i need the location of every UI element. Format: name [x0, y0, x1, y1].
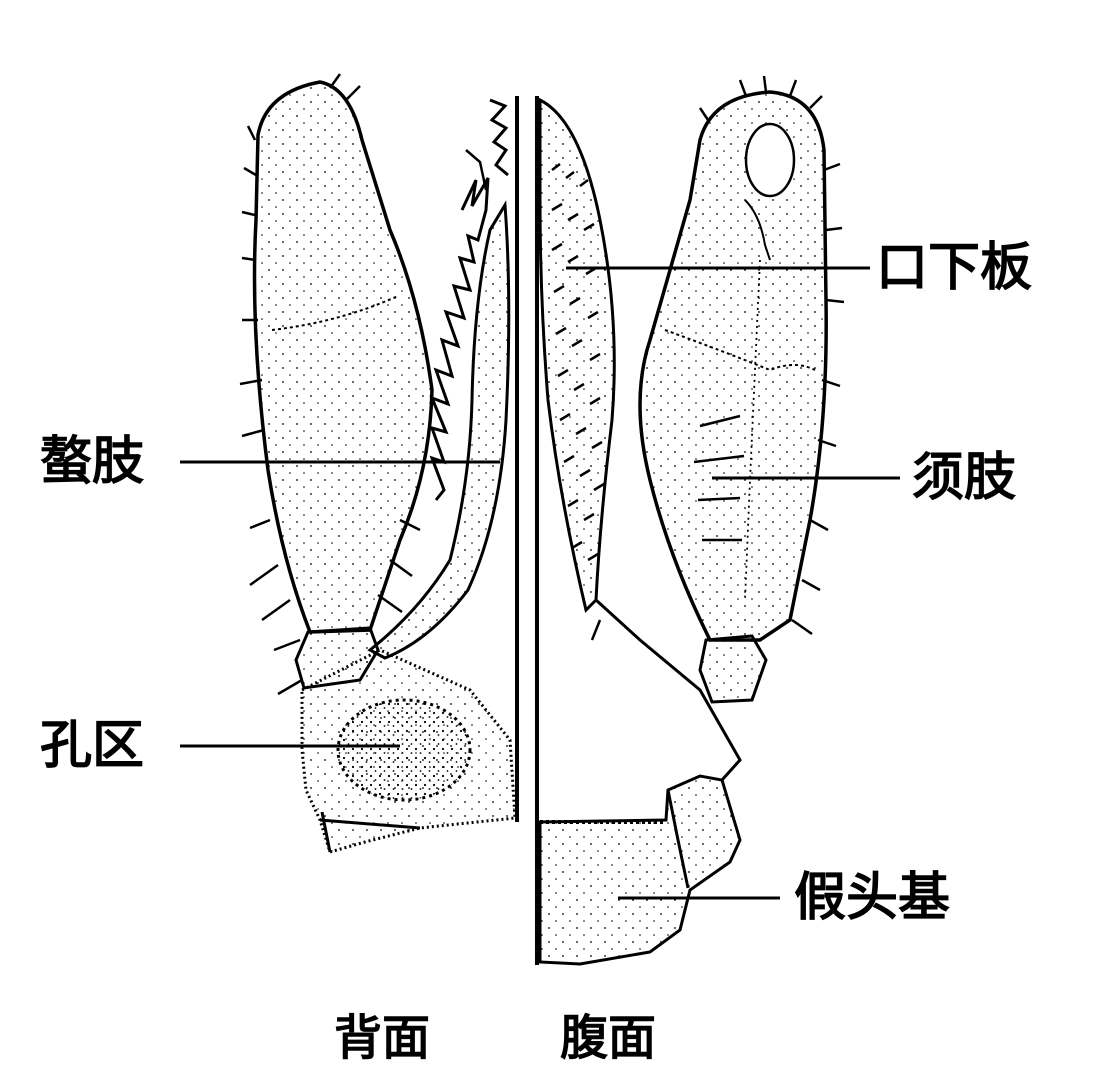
label-palp: 须肢 — [912, 447, 1017, 508]
hypostome-denticles — [551, 163, 605, 562]
leader-lines — [180, 266, 900, 900]
porose-area-shape — [336, 698, 472, 802]
caption-ventral: 腹面 — [560, 1010, 657, 1066]
dorsal-chelicera-teeth — [429, 177, 490, 501]
label-chelicera: 螯肢 — [40, 431, 145, 492]
dorsal-view — [239, 73, 517, 854]
ventral-view — [538, 75, 845, 966]
label-porose-area: 孔区 — [40, 715, 145, 776]
panel-divider — [515, 96, 539, 965]
label-basis-capituli: 假头基 — [794, 867, 951, 928]
dorsal-palp-shape — [252, 80, 434, 634]
ventral-palp-shape — [638, 90, 828, 642]
dorsal-chelicera-shape — [367, 200, 511, 660]
label-hypostome: 口下板 — [876, 237, 1033, 298]
hypostome-shape — [538, 97, 616, 613]
ventral-basis-capituli-shape — [538, 774, 742, 966]
caption-dorsal: 背面 — [334, 1010, 431, 1066]
